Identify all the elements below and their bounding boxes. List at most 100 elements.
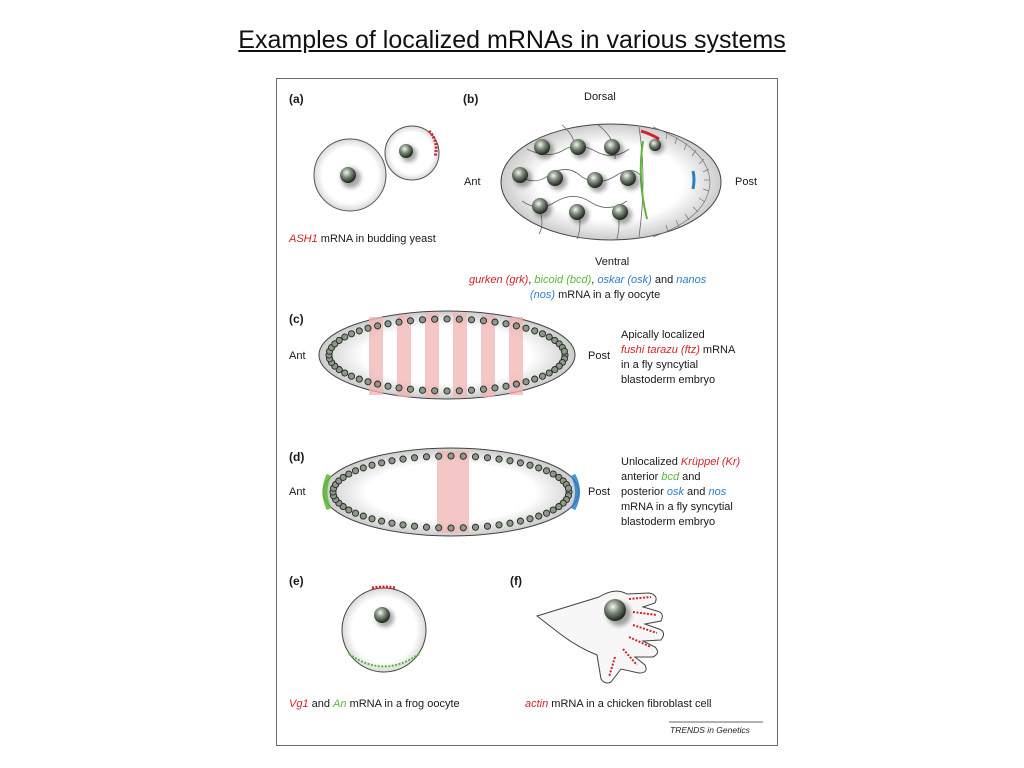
panel-d-text-1: Unlocalized Krüppel (Kr) xyxy=(621,456,741,468)
blastoderm-nucleus xyxy=(341,333,349,341)
fibroblast-cell xyxy=(535,590,665,684)
blastoderm-nucleus xyxy=(364,324,372,332)
blastoderm-nucleus xyxy=(483,522,492,530)
blastoderm-nucleus xyxy=(516,517,524,525)
osk-nos-mrna-localization xyxy=(691,170,696,190)
blastoderm-nucleus xyxy=(431,387,439,395)
panel-b: (b) Dorsal Ant Post Ventral xyxy=(463,91,757,301)
blastoderm-nucleus xyxy=(422,453,431,461)
blastoderm-nucleus xyxy=(545,369,553,377)
bcd-anterior-localization xyxy=(322,473,332,511)
blastoderm-nucleus xyxy=(341,369,349,377)
blastoderm-nucleus xyxy=(506,457,514,465)
blastoderm-nucleus xyxy=(491,384,499,392)
panel-e: (e) Vg1 and An mRNA in a frog oocyte xyxy=(289,574,460,710)
blastoderm-nucleus xyxy=(345,470,353,478)
blastoderm-nucleus xyxy=(374,380,382,388)
yeast-nucleus xyxy=(340,167,361,188)
panel-f: (f) actin mRNA in a chicken fibroblast c… xyxy=(510,574,711,710)
blastoderm-nucleus xyxy=(535,464,543,472)
panel-e-label: (e) xyxy=(289,574,304,588)
figure-frame: (a) ASH1 mRNA in budding yeast (b) Dorsa… xyxy=(276,78,778,746)
blastoderm-nucleus xyxy=(471,453,480,461)
panel-d-label: (d) xyxy=(289,450,304,464)
panel-a-caption: ASH1 mRNA in budding yeast xyxy=(288,233,436,245)
blastoderm-nucleus xyxy=(422,523,431,531)
blastoderm-nucleus xyxy=(564,484,572,492)
ant-label-c: Ant xyxy=(289,350,306,362)
ant-label-d: Ant xyxy=(289,486,306,498)
blastoderm-nucleus xyxy=(512,380,520,388)
blastoderm-nucleus xyxy=(355,375,363,383)
dorsal-label: Dorsal xyxy=(584,91,616,103)
panel-c-text-2: fushi tarazu (ftz) mRNA xyxy=(621,344,736,356)
blastoderm-nucleus xyxy=(418,386,427,394)
blastoderm-nucleus xyxy=(368,461,376,469)
blastoderm-nucleus xyxy=(374,322,382,330)
panel-c-text-3: in a fly syncytial xyxy=(621,359,698,371)
fibroblast-nucleus xyxy=(604,599,631,626)
blastoderm-nucleus xyxy=(418,316,427,324)
post-label-d: Post xyxy=(588,486,610,498)
blastoderm-nucleus xyxy=(435,524,443,532)
blastoderm-nucleus xyxy=(455,315,463,323)
post-label-b: Post xyxy=(735,176,757,188)
ventral-label: Ventral xyxy=(595,256,629,268)
blastoderm-nucleus xyxy=(526,515,534,523)
blastoderm-nucleus xyxy=(555,503,563,511)
blastoderm-nucleus xyxy=(335,336,343,344)
blastoderm-nucleus xyxy=(483,454,492,462)
slide-title: Examples of localized mRNAs in various s… xyxy=(238,26,786,54)
panel-d: (d) Ant Post Unlocalized Krüppel (Kr) an… xyxy=(289,447,741,537)
panel-d-text-4: mRNA in a fly syncytial xyxy=(621,501,733,513)
syncytial-embryo-c xyxy=(318,310,576,400)
kr-band xyxy=(437,451,469,533)
blastoderm-nucleus xyxy=(531,375,539,383)
actin-mrna-localization xyxy=(608,596,658,678)
blastoderm-nucleus xyxy=(359,464,367,472)
panel-f-caption: actin mRNA in a chicken fibroblast cell xyxy=(525,698,711,710)
panel-d-text-2: anterior bcd and xyxy=(621,471,701,483)
vg1-mrna-localization xyxy=(371,585,397,590)
nurse-cell-nuclei xyxy=(512,139,640,224)
blastoderm-nucleus xyxy=(347,372,356,380)
blastoderm-nucleus xyxy=(522,378,530,386)
blastoderm-nucleus xyxy=(339,473,347,481)
blastoderm-nucleus xyxy=(447,452,455,460)
panel-f-label: (f) xyxy=(510,574,522,588)
blastoderm-nucleus xyxy=(384,320,392,328)
frog-oocyte xyxy=(341,587,427,673)
blastoderm-nucleus xyxy=(467,386,476,394)
blastoderm-nucleus xyxy=(410,522,419,530)
blastoderm-nucleus xyxy=(506,519,514,527)
bcd-mrna-localization xyxy=(639,140,648,220)
blastoderm-nucleus xyxy=(395,318,403,326)
blastoderm-nucleus xyxy=(431,315,439,323)
panel-c: (c) Ant Post Apically localized fushi ta… xyxy=(289,310,736,400)
an-mrna-localization xyxy=(348,653,420,668)
blastoderm-nucleus xyxy=(542,467,551,475)
blastoderm-nucleus xyxy=(368,515,376,523)
follicle-cells xyxy=(652,126,711,238)
panel-c-text-1: Apically localized xyxy=(621,329,705,341)
blastoderm-nucleus xyxy=(467,316,476,324)
panel-a-label: (a) xyxy=(289,92,304,106)
blastoderm-nucleus xyxy=(535,512,543,520)
blastoderm-nucleus xyxy=(479,317,488,325)
panel-a: (a) ASH1 mRNA in budding yeast xyxy=(288,92,440,245)
blastoderm-nucleus xyxy=(435,452,443,460)
blastoderm-nucleus xyxy=(516,459,524,467)
nuclei-ring-c xyxy=(325,315,569,395)
blastoderm-nucleus xyxy=(351,467,360,475)
blastoderm-nucleus xyxy=(526,461,534,469)
panel-d-text-5: blastoderm embryo xyxy=(621,516,715,528)
ftz-stripes xyxy=(369,313,523,397)
panel-d-text-3: posterior osk and nos xyxy=(621,486,727,498)
panel-e-caption: Vg1 and An mRNA in a frog oocyte xyxy=(289,698,460,710)
blastoderm-nucleus xyxy=(447,524,455,532)
nuclei-ring-d xyxy=(329,452,573,532)
blastoderm-nucleus xyxy=(502,320,510,328)
blastoderm-nucleus xyxy=(388,519,396,527)
blastoderm-nucleus xyxy=(378,459,386,467)
panel-b-caption-line2: (nos) mRNA in a fly oocyte xyxy=(530,289,660,301)
